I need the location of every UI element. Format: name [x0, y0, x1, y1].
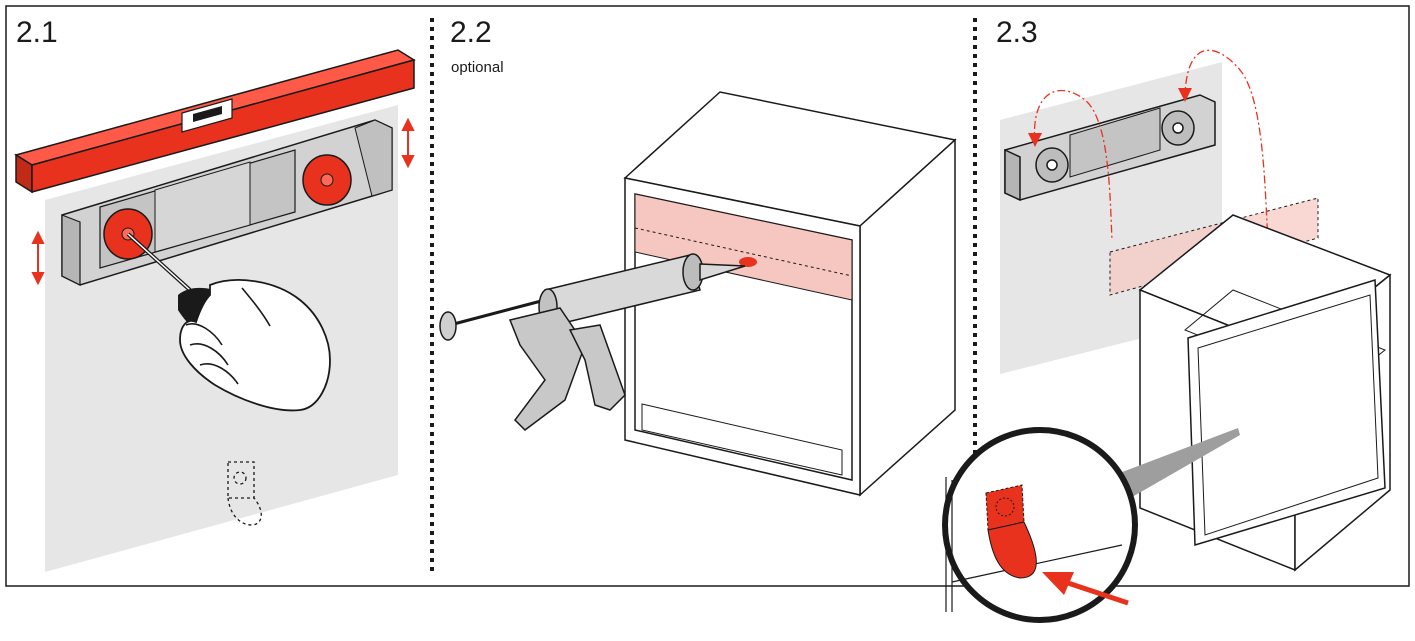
panel-2-1	[14, 49, 416, 572]
wall-bracket-icon	[61, 119, 393, 286]
open-box-icon	[623, 91, 957, 497]
clip-outline-icon	[227, 461, 262, 526]
push-arrow-icon	[1042, 572, 1129, 606]
screwdriver-hand-icon	[126, 232, 331, 412]
down-arrow-icon	[1028, 88, 1192, 147]
caulking-gun-icon	[439, 253, 746, 431]
step-number-2-1: 2.1	[16, 16, 58, 49]
open-box-icon	[1138, 214, 1392, 572]
magnifier-icon	[942, 427, 1138, 623]
panel-2-2	[439, 91, 957, 497]
vertical-adjust-arrow-icon	[31, 117, 415, 286]
spirit-level-icon	[14, 49, 416, 194]
step-number-2-2: 2.2	[450, 16, 492, 49]
panel-2-3	[942, 49, 1392, 623]
step-number-2-3: 2.3	[996, 16, 1038, 49]
wall-bracket-icon	[1004, 94, 1216, 202]
hanging-path	[1033, 49, 1269, 241]
panel-frame	[5, 5, 1410, 587]
glue-dot	[739, 257, 757, 267]
step-caption-2-2: optional	[451, 59, 504, 76]
